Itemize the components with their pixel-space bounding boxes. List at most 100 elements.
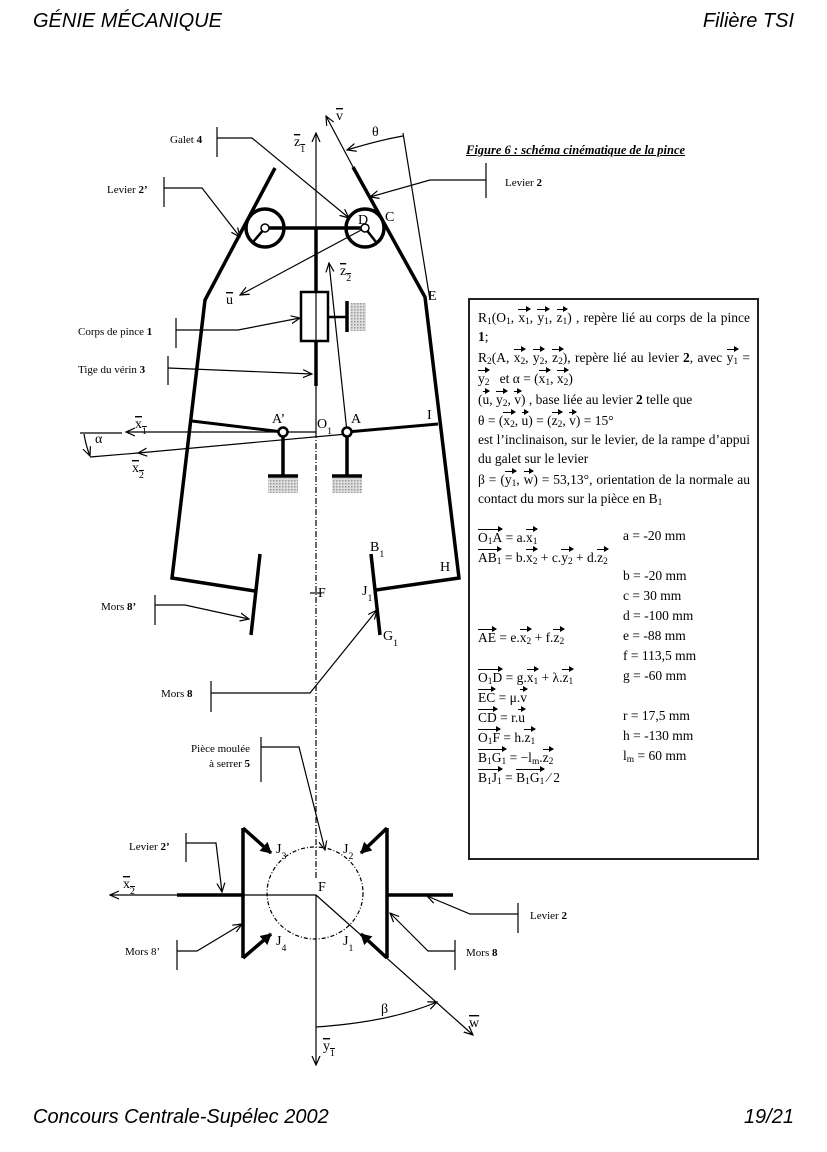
label-u: u: [226, 293, 233, 308]
def-base: (u, y2, v) , base liée au levier 2 telle…: [478, 388, 693, 409]
theta-arc: [347, 135, 404, 150]
w-vector: [315, 894, 473, 1035]
label-g1: G1: [383, 629, 398, 649]
equation-rhs: [623, 686, 750, 706]
label-d: D: [358, 213, 368, 228]
beta-arc: [315, 1002, 437, 1028]
equation-rhs: h = -130 mm: [623, 728, 694, 743]
equation-rhs: [623, 766, 750, 786]
equation-lhs: B1J1 = B1G1 ⁄ 2: [478, 766, 561, 787]
label-j1: J1: [362, 584, 372, 604]
z2-reference: [402, 132, 431, 301]
def-beta: β = (y1, w) = 53,13°, orientation de la …: [478, 468, 750, 508]
equation-rhs: [623, 546, 750, 566]
roller-right: [344, 207, 386, 249]
page-number: 19/21: [743, 1106, 794, 1128]
label-alpha: α: [95, 432, 103, 447]
callout-levier-2-prime: Levier 2’: [107, 184, 148, 196]
equation-lhs: [478, 566, 623, 586]
pivot-a-prime: [277, 426, 289, 438]
label-w: w: [469, 1016, 480, 1031]
header-section: Filière TSI: [702, 10, 794, 32]
label-x2: x2: [132, 461, 144, 481]
label-h: H: [440, 560, 450, 575]
mechanism: [170, 166, 461, 960]
workpiece-circle: [266, 846, 364, 940]
equation-rhs: f = 113,5 mm: [623, 648, 697, 663]
label-beta: β: [381, 1002, 388, 1017]
equations-list: O1A = a.x1 a = -20 mm AB1 = b.x2 + c.y2 + …: [478, 526, 750, 787]
label-e: E: [428, 289, 437, 304]
label-f: F: [318, 586, 326, 601]
equation-rhs: g = -60 mm: [623, 668, 687, 683]
callout-piece-line1: Pièce moulée: [191, 743, 250, 755]
equation-lhs: [478, 646, 623, 666]
equation-rhs: a = -20 mm: [623, 528, 686, 543]
label-x2-bottom: x2: [123, 877, 135, 897]
v-vector: [326, 116, 354, 168]
equation-rhs: e = -88 mm: [623, 628, 686, 643]
label-a-prime: A’: [272, 412, 285, 427]
label-a: A: [351, 412, 362, 427]
label-j3: J3: [276, 842, 286, 862]
callout-levier-2: Levier 2: [505, 177, 542, 189]
label-j4: J4: [276, 934, 286, 954]
equation-lhs: [478, 586, 623, 606]
axes: [80, 116, 473, 1065]
callout-corps-de-pince: Corps de pince 1: [78, 326, 152, 338]
footer-source: Concours Centrale-Supélec 2002: [33, 1106, 329, 1128]
label-c: C: [385, 210, 394, 225]
figure-title: Figure 6 : schéma cinématique de la pinc…: [466, 143, 686, 157]
label-z2: z2: [340, 264, 351, 284]
label-i: I: [427, 408, 432, 423]
callout-levier-2-prime-bottom: Levier 2’: [129, 841, 170, 853]
callout-mors-8-prime: Mors 8’: [101, 601, 136, 613]
pivot-a: [341, 426, 353, 438]
equation-lhs: EC = μ.v: [478, 686, 528, 705]
equation-lhs: O1A = a.x1: [478, 526, 539, 547]
callout-mors-8-bottom: Mors 8: [466, 947, 498, 959]
equation-lhs: AB1 = b.x2 + c.y2 + d.z2: [478, 546, 609, 567]
label-y1: y1: [323, 1039, 335, 1059]
equation-lhs: O1F = h.z1: [478, 726, 536, 747]
roller-left: [244, 207, 286, 249]
callout-galet-4: Galet 4: [170, 134, 203, 146]
lever-2: [351, 166, 461, 592]
callout-piece-line2: à serrer 5: [209, 758, 250, 770]
equation-rhs: d = -100 mm: [623, 608, 694, 623]
equation-lhs: B1G1 = −lm.z2: [478, 746, 555, 767]
equation-lhs: O1D = g.x1 + λ.z1: [478, 666, 574, 687]
alpha-arc: [84, 433, 90, 456]
callout-levier-2-bottom: Levier 2: [530, 910, 567, 922]
callout-mors-8: Mors 8: [161, 688, 193, 700]
equation-lhs: AE = e.x2 + f.z2: [478, 626, 565, 647]
label-j2: J2: [343, 842, 353, 862]
label-v: v: [336, 109, 343, 124]
def-r1: R1(O1, x1, y1, z1) , repère lié au corps…: [478, 306, 750, 344]
def-r2: R2(A, x2, y2, z2), repère lié au levier …: [478, 346, 750, 388]
equation-rhs: lm = 60 mm: [623, 748, 687, 765]
label-z1: z1: [294, 135, 305, 155]
label-x1: x1: [135, 417, 147, 437]
def-theta: θ = (x2, u) = (z2, v) = 15°: [478, 409, 614, 430]
bar-left: [191, 419, 284, 434]
label-f-bottom: F: [318, 880, 326, 895]
equation-rhs: r = 17,5 mm: [623, 708, 690, 723]
def-theta-desc: est l’inclinaison, sur le levier, de la …: [478, 432, 750, 466]
z2-vector: [329, 263, 348, 433]
callout-tige-verin: Tige du vérin 3: [78, 364, 146, 376]
label-j1-bottom: J1: [343, 934, 353, 954]
equation-rhs: c = 30 mm: [623, 588, 682, 603]
x2-axis: [138, 433, 348, 453]
label-theta: θ: [372, 125, 379, 140]
lever-2-prime: [170, 167, 277, 593]
equation-lhs: [478, 606, 623, 626]
bar-right: [346, 422, 439, 434]
header-title: GÉNIE MÉCANIQUE: [33, 10, 222, 32]
parameters-box: R1(O1, x1, y1, z1) , repère lié au corps…: [468, 298, 759, 860]
ground-symbols: [268, 303, 366, 493]
jaw-8-prime: [249, 553, 262, 636]
equation-rhs: b = -20 mm: [623, 568, 687, 583]
jaw-8: [369, 553, 382, 636]
